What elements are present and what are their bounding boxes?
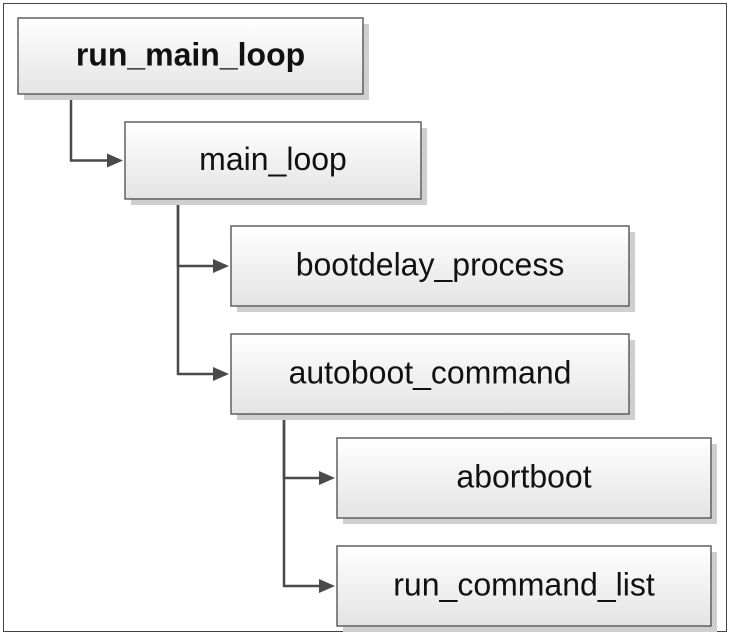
node-main-loop: main_loop	[124, 121, 427, 205]
arrowhead-icon	[107, 153, 123, 168]
arrowhead-icon	[319, 579, 335, 593]
nodes-layer: run_main_loop main_loop bootdelay_processa…	[17, 17, 717, 632]
node-label: bootdelay_process	[296, 246, 565, 282]
node-box	[336, 437, 712, 519]
node-label: autoboot_command	[289, 354, 572, 390]
node-box	[230, 333, 630, 415]
node-box	[17, 17, 364, 95]
arrowhead-icon	[213, 259, 229, 273]
connector-to-abortboot	[282, 414, 321, 480]
node-abortboot: abortboot	[336, 437, 717, 524]
connectors-layer	[69, 94, 335, 593]
node-label: main_loop	[199, 141, 347, 177]
connector-to-main-loop	[69, 94, 109, 162]
node-autoboot-command: autoboot_command	[230, 333, 635, 420]
node-bootdelay-process: bootdelay_process	[230, 225, 635, 312]
node-box	[124, 121, 422, 200]
node-run-command-list: run_command_list	[336, 545, 717, 632]
node-label: abortboot	[456, 458, 591, 494]
node-label: run_main_loop	[76, 36, 305, 72]
arrowhead-icon	[319, 471, 335, 485]
node-box	[230, 225, 630, 307]
node-box	[336, 545, 712, 627]
node-label: run_command_list	[393, 566, 655, 602]
connector-to-bootdelay-process	[176, 199, 215, 268]
node-run-main-loop: run_main_loop	[17, 17, 369, 100]
connector-to-run-command-list	[282, 414, 321, 588]
connector-to-autoboot-command	[176, 199, 215, 376]
arrowhead-icon	[213, 367, 229, 381]
